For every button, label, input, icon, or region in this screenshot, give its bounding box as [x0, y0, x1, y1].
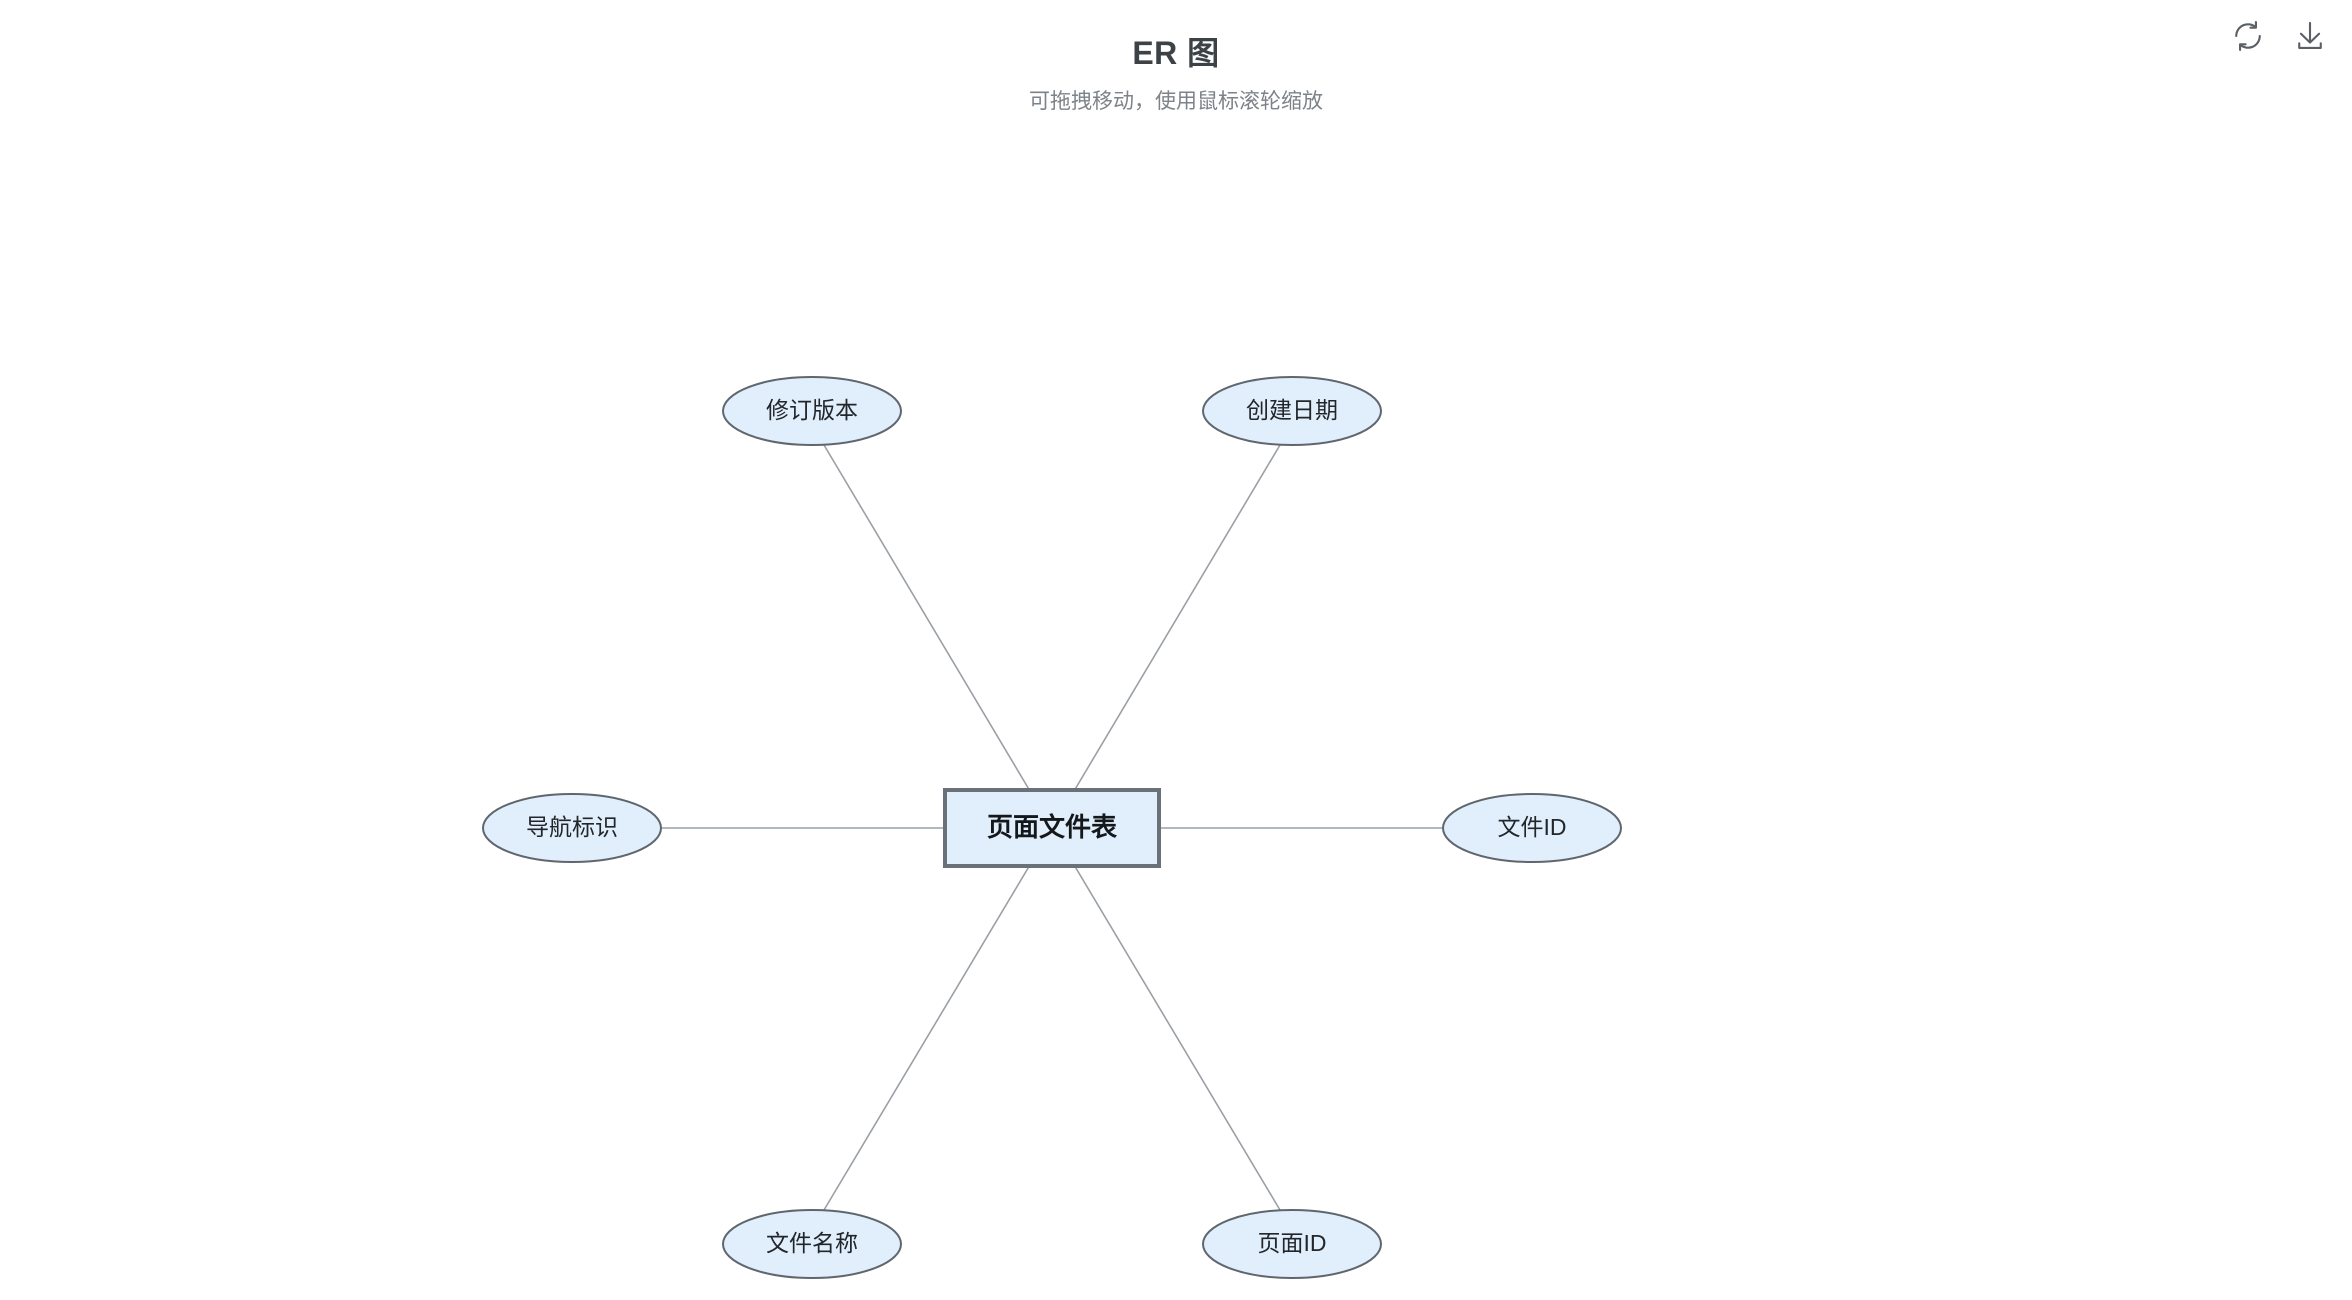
attr-file-id-shape[interactable] — [1442, 793, 1622, 863]
attribute-node[interactable]: 导航标识 — [482, 793, 662, 863]
edges-layer — [661, 444, 1443, 1211]
refresh-icon — [2231, 19, 2265, 53]
edge-revision-to-entity — [823, 444, 1053, 829]
entity-shape[interactable] — [943, 788, 1161, 868]
refresh-button[interactable] — [2228, 16, 2268, 56]
attr-nav-shape[interactable] — [482, 793, 662, 863]
attr-file-name-shape[interactable] — [722, 1209, 902, 1279]
edge-page-id-to-entity — [1051, 827, 1281, 1211]
edge-created-to-entity — [1051, 444, 1281, 829]
download-button[interactable] — [2290, 16, 2330, 56]
edge-file-name-to-entity — [823, 827, 1053, 1211]
attribute-node[interactable]: 修订版本 — [722, 376, 902, 446]
download-icon — [2293, 19, 2327, 53]
attribute-node[interactable]: 文件ID — [1442, 793, 1622, 863]
attribute-node[interactable]: 创建日期 — [1202, 376, 1382, 446]
attribute-node[interactable]: 页面ID — [1202, 1209, 1382, 1279]
entity-node[interactable]: 页面文件表 — [943, 788, 1161, 868]
attribute-node[interactable]: 文件名称 — [722, 1209, 902, 1279]
attr-revision-shape[interactable] — [722, 376, 902, 446]
attr-created-shape[interactable] — [1202, 376, 1382, 446]
attr-page-id-shape[interactable] — [1202, 1209, 1382, 1279]
toolbar — [2228, 0, 2352, 56]
